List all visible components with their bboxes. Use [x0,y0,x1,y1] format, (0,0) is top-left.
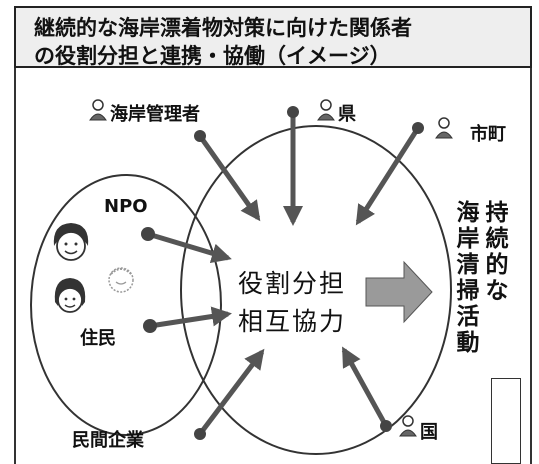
title-line-2: の役割分担と連携・協働（イメージ） [34,44,391,68]
vertical-text-sustainable: 持 続 的 な [484,200,510,304]
elder-face-icon [108,267,134,293]
person-icon [317,99,335,121]
label-private-companies: 民間企業 [72,430,144,451]
label-national-government: 国 [420,422,438,443]
arrow-residents [143,306,232,333]
left-ellipse [30,174,222,436]
person-icon [89,99,107,121]
vertical-text-coastal-cleanup: 海 岸 清 掃 活 動 [455,200,481,356]
label-prefecture: 県 [338,104,356,125]
vertical-char: 動 [456,330,480,356]
big-block-arrow [365,260,433,324]
vertical-char: 活 [456,304,480,330]
large-ellipse [180,125,452,455]
arrow-municipality [355,122,424,226]
arrow-prefecture [283,106,303,226]
arrow-private-companies [194,348,265,440]
label-coast-manager: 海岸管理者 [110,104,200,125]
label-municipality: 市町 [470,124,506,145]
vertical-char: な [485,278,509,304]
arrow-coast-manager [194,130,261,222]
woman-face-icon [53,223,89,261]
label-residents: 住民 [80,328,116,349]
title-box: 継続的な海岸漂着物対策に向けた関係者 の役割分担と連携・協働（イメージ） [14,6,532,68]
girl-face-icon [54,278,86,313]
title-line-1: 継続的な海岸漂着物対策に向けた関係者 [34,16,412,40]
label-npo: NPO [104,196,148,217]
vertical-char: 清 [456,252,480,278]
arrow-npo [141,227,232,263]
vertical-char: 掃 [456,278,480,304]
vertical-char: 的 [485,252,509,278]
vertical-char: 持 [485,200,509,226]
person-icon [435,117,453,139]
vertical-char: 岸 [456,226,480,252]
frame-right-border [530,68,532,464]
frame-left-border [14,68,16,464]
vertical-char: 海 [456,200,480,226]
person-icon [399,415,417,437]
vertical-char: 続 [485,226,509,252]
arrow-national-government [341,346,392,432]
center-text-mutual-cooperation: 相互協力 [238,307,347,336]
center-text-role-sharing: 役割分担 [238,269,347,298]
